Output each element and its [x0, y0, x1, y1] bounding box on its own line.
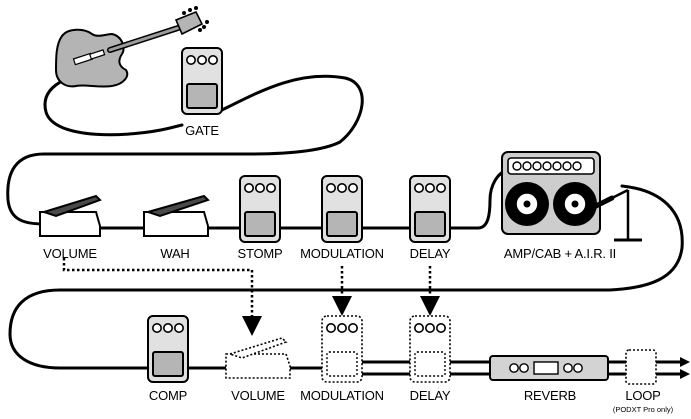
gate-pedal-icon: [182, 48, 222, 114]
label-volume-post: VOLUME: [231, 388, 285, 403]
loop-box-icon: [626, 350, 656, 384]
delay-pedal-icon: [410, 176, 450, 242]
modulation-post-pedal-icon: [322, 316, 362, 382]
label-reverb: REVERB: [524, 388, 576, 403]
label-comp: COMP: [149, 388, 187, 403]
label-delay: DELAY: [410, 246, 451, 261]
comp-pedal-icon: [148, 316, 188, 382]
volume-pedal-icon: [40, 196, 100, 236]
reverb-unit-icon: [490, 356, 608, 380]
label-delay-post: DELAY: [410, 388, 451, 403]
output-arrow-b: [680, 369, 690, 379]
wah-pedal-icon: [144, 196, 208, 236]
delay-post-pedal-icon: [410, 316, 450, 382]
label-modulation: MODULATION: [300, 246, 384, 261]
label-amp-cab: AMP/CAB + A.I.R. II: [504, 246, 616, 261]
amp-cab-icon: [502, 152, 600, 234]
label-volume: VOLUME: [43, 246, 97, 261]
stomp-pedal-icon: [240, 176, 280, 242]
label-loop: LOOP: [625, 388, 660, 403]
label-gate: GATE: [185, 123, 219, 138]
output-arrow-a: [680, 357, 690, 367]
label-stomp: STOMP: [238, 246, 283, 261]
label-loop-note: (PODXT Pro only): [613, 405, 674, 414]
modulation-pedal-icon: [322, 176, 362, 242]
volume-post-pedal-icon: [226, 338, 290, 378]
label-modulation-post: MODULATION: [300, 388, 384, 403]
label-wah: WAH: [160, 246, 189, 261]
